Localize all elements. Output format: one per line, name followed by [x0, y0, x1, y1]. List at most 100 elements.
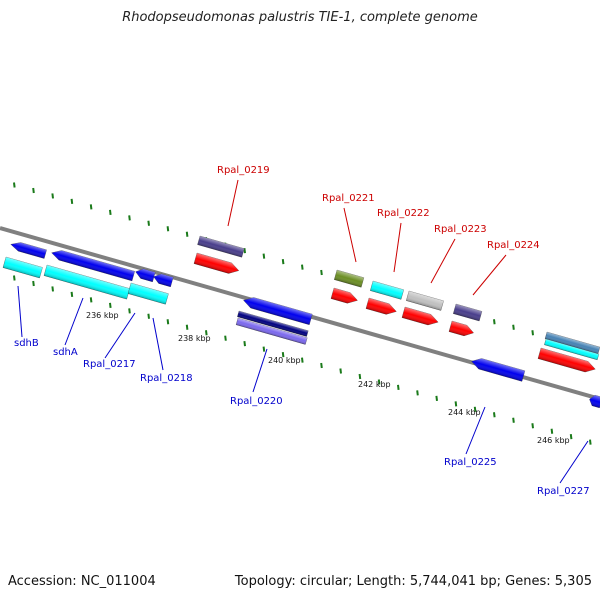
gene-label-Rpal_0225: Rpal_0225 — [444, 457, 497, 468]
blast-hit-sdhA-shade — [43, 265, 130, 300]
tick-mark-lower — [377, 379, 381, 385]
gene-label-Rpal_0222: Rpal_0222 — [377, 208, 430, 219]
gene-label-Rpal_0219: Rpal_0219 — [217, 165, 270, 176]
blast-hit-Rpal_0224 — [453, 303, 483, 322]
cds-Rpal_0222-shade — [365, 298, 397, 315]
tick-mark-upper — [320, 269, 323, 276]
tick-mark-lower — [32, 280, 35, 287]
gene-label-Rpal_0223: Rpal_0223 — [434, 224, 487, 235]
tick-mark-lower — [454, 401, 458, 407]
leader-line-Rpal_0219 — [227, 179, 239, 227]
tick-mark-lower — [358, 373, 362, 380]
blast-hit-Rpal_0223-shade — [406, 291, 444, 311]
tick-mark-lower — [262, 346, 266, 352]
gene-label-Rpal_0218: Rpal_0218 — [140, 373, 193, 384]
blast-hit-Rpal_0221-shade — [334, 270, 364, 288]
blast-hit-Rpal_0219 — [197, 235, 245, 258]
gene-label-sdhB: sdhB — [14, 338, 39, 349]
blast-hit-sdhA — [43, 264, 130, 300]
tick-mark-upper — [281, 258, 285, 265]
tick-mark-lower — [205, 330, 208, 336]
tick-mark-lower — [589, 439, 592, 445]
blast-hit-right-steel-shade — [545, 332, 600, 354]
gene-label-Rpal_0217: Rpal_0217 — [83, 359, 136, 370]
tick-mark-lower — [128, 308, 131, 314]
leader-line-Rpal_0222 — [393, 222, 402, 273]
gene-label-Rpal_0221: Rpal_0221 — [322, 193, 375, 204]
blast-hit-Rpal_0223 — [406, 290, 444, 311]
tick-mark-lower — [320, 362, 323, 369]
tick-mark-upper — [13, 182, 16, 188]
gene-label-Rpal_0224: Rpal_0224 — [487, 240, 540, 251]
cds-sdhA — [51, 250, 135, 282]
tick-mark-lower — [416, 390, 419, 396]
tick-mark-lower — [185, 324, 189, 330]
tick-mark-upper — [185, 231, 189, 237]
cds-Rpal_0227 — [589, 394, 600, 409]
tick-mark-lower — [473, 406, 477, 412]
tick-mark-lower — [109, 302, 112, 308]
cds-Rpal_0217-shade — [135, 268, 156, 282]
tick-mark-upper — [70, 198, 74, 205]
blast-hit-Rpal_0220-dark — [237, 310, 309, 337]
tick-mark-lower — [493, 412, 496, 418]
blast-hit-Rpal_0221 — [334, 269, 365, 288]
leader-line-Rpal_0221 — [343, 207, 357, 263]
map-title: Rhodopseudomonas palustris TIE-1, comple… — [122, 10, 478, 25]
leader-line-Rpal_0217 — [104, 312, 136, 359]
blast-hit-right-cyan-shade — [544, 339, 599, 360]
gene-label-sdhA: sdhA — [53, 347, 78, 358]
tick-mark-lower — [550, 428, 554, 434]
cds-Rpal_0227-shade — [589, 395, 600, 408]
blast-hit-right-cyan — [544, 338, 600, 361]
leader-line-Rpal_0225 — [465, 406, 486, 455]
cds-Rpal_0225-shade — [471, 358, 525, 382]
cds-Rpal_0221 — [330, 287, 358, 304]
scale-label-238-kbp: 238 kbp — [178, 334, 211, 343]
cds-Rpal_0219 — [193, 252, 240, 274]
cds-right-edge — [537, 347, 596, 373]
tick-mark-upper — [531, 330, 534, 336]
tick-mark-lower — [531, 423, 534, 429]
blast-hit-Rpal_0222-shade — [370, 281, 404, 300]
cds-Rpal_0221-shade — [330, 288, 358, 304]
cds-Rpal_0220-shade — [243, 297, 313, 325]
tick-mark-lower — [281, 351, 285, 358]
tick-mark-lower — [224, 335, 227, 341]
tick-mark-upper — [128, 215, 131, 221]
cds-sdhB-shade — [10, 242, 47, 259]
leader-line-Rpal_0218 — [152, 317, 164, 371]
gene-label-Rpal_0220: Rpal_0220 — [230, 396, 283, 407]
blast-hit-Rpal_0220-light-shade — [236, 318, 308, 345]
cds-Rpal_0218-shade — [153, 273, 174, 287]
cds-Rpal_0224 — [448, 320, 474, 337]
blast-hit-Rpal_0220-dark-shade — [237, 311, 309, 337]
tick-mark-lower — [243, 341, 246, 347]
cds-Rpal_0217 — [135, 268, 156, 283]
cds-Rpal_0219-shade — [193, 253, 239, 274]
blast-hit-Rpal_0220-light — [235, 317, 308, 345]
leader-line-Rpal_0220 — [252, 348, 268, 393]
cds-Rpal_0218 — [153, 273, 174, 288]
tick-mark-upper — [243, 248, 246, 254]
leader-line-Rpal_0227 — [559, 440, 589, 484]
tick-mark-lower — [397, 384, 400, 391]
tick-mark-upper — [262, 253, 266, 259]
tick-mark-upper — [109, 209, 112, 215]
cds-Rpal_0220 — [243, 297, 313, 325]
tick-mark-lower — [89, 297, 93, 303]
blast-hit-Rpal_0217-shade — [127, 283, 169, 305]
tick-mark-upper — [32, 187, 35, 194]
leader-line-Rpal_0223 — [430, 238, 456, 284]
cds-Rpal_0222 — [365, 297, 397, 315]
gene-label-Rpal_0227: Rpal_0227 — [537, 486, 590, 497]
tick-mark-upper — [89, 204, 93, 210]
leader-line-sdhB — [17, 285, 23, 338]
leader-line-Rpal_0224 — [472, 254, 507, 296]
tick-mark-lower — [301, 357, 304, 363]
tick-mark-lower — [166, 319, 170, 325]
tick-mark-lower — [147, 313, 150, 319]
genome-summary: Topology: circular; Length: 5,744,041 bp… — [234, 574, 592, 589]
cds-Rpal_0223-shade — [401, 307, 439, 325]
